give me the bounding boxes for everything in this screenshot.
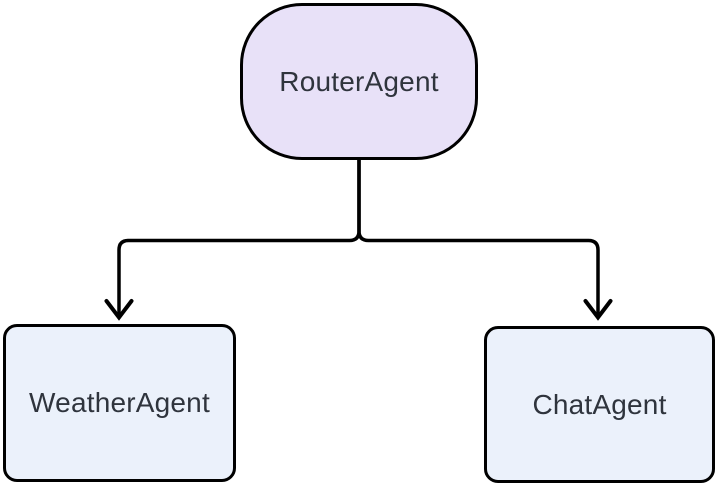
arrowhead-icon	[104, 299, 134, 321]
edge-router-to-chat	[357, 158, 613, 321]
edge-router-to-weather	[104, 158, 361, 321]
node-routeragent: RouterAgent	[240, 3, 478, 160]
edge-line	[357, 158, 600, 314]
arrowhead-icon	[583, 299, 613, 321]
edge-line	[117, 158, 361, 314]
node-routeragent-label: RouterAgent	[279, 65, 439, 97]
node-chatagent: ChatAgent	[484, 326, 715, 483]
node-chatagent-label: ChatAgent	[532, 388, 667, 420]
node-weatheragent-label: WeatherAgent	[29, 387, 210, 418]
node-weatheragent: WeatherAgent	[3, 324, 236, 482]
